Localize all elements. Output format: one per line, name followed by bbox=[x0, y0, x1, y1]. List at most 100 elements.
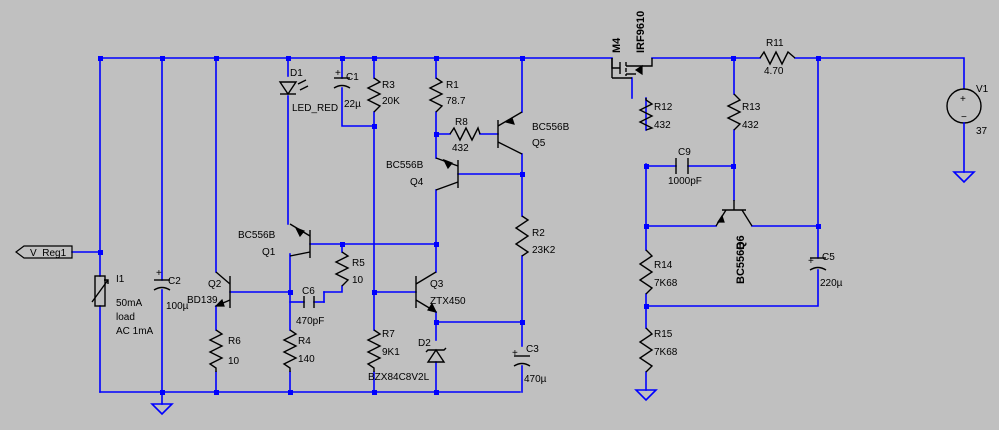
c2-plus: + bbox=[156, 268, 162, 279]
transistor-q3[interactable]: Q3 ZTX450 bbox=[415, 271, 466, 313]
r7-ref: R7 bbox=[382, 329, 395, 340]
q6-value: BC556B bbox=[735, 242, 747, 284]
ground-symbol-v1 bbox=[952, 171, 976, 184]
voltage-source-v1[interactable]: + − V1 37 bbox=[946, 84, 989, 173]
ground-symbol-r15 bbox=[634, 389, 658, 402]
transistor-q5[interactable]: BC556B Q5 bbox=[497, 111, 570, 155]
d1-ref: D1 bbox=[290, 68, 303, 79]
d1-value: LED_RED bbox=[292, 103, 338, 114]
resistor-r8[interactable]: R8 432 bbox=[449, 117, 481, 154]
resistor-r4[interactable]: R4 140 bbox=[282, 329, 315, 372]
q5-value: BC556B bbox=[532, 122, 570, 133]
resistor-r14[interactable]: R14 7K68 bbox=[638, 249, 678, 295]
c1-value: 22µ bbox=[344, 99, 361, 110]
resistor-r6[interactable]: R6 10 bbox=[208, 329, 241, 372]
zener-d2[interactable]: D2 BZX84C8V2L bbox=[368, 338, 447, 383]
resistor-r5[interactable]: R5 10 bbox=[334, 251, 365, 287]
d2-ref: D2 bbox=[418, 338, 431, 349]
resistor-r11[interactable]: R11 4.70 bbox=[759, 38, 796, 77]
i1-ref: I1 bbox=[116, 274, 125, 285]
q1-value: BC556B bbox=[238, 230, 276, 241]
capacitor-c2[interactable]: + C2 100µ bbox=[153, 268, 189, 312]
transistor-q1[interactable]: BC556B Q1 bbox=[238, 223, 311, 258]
capacitor-c3[interactable]: + C3 470µ bbox=[512, 344, 547, 385]
transistor-q4[interactable]: BC556B Q4 bbox=[386, 157, 459, 191]
r3-ref: R3 bbox=[382, 80, 395, 91]
mosfet-m4[interactable]: M4 IRF9610 bbox=[611, 11, 653, 79]
v1-minus: − bbox=[961, 112, 967, 123]
v1-ref: V1 bbox=[976, 84, 989, 95]
d2-value: BZX84C8V2L bbox=[368, 372, 430, 383]
r8-ref: R8 bbox=[455, 117, 468, 128]
q3-ref: Q3 bbox=[430, 279, 444, 290]
c3-value: 470µ bbox=[524, 374, 547, 385]
i1-extra1: load bbox=[116, 312, 135, 323]
r12-ref: R12 bbox=[654, 102, 673, 113]
resistor-r1[interactable]: R1 78.7 bbox=[428, 77, 466, 113]
ground-symbol-left bbox=[150, 403, 174, 416]
q3-value: ZTX450 bbox=[430, 296, 466, 307]
c2-value: 100µ bbox=[166, 301, 189, 312]
led-d1[interactable]: D1 LED_RED bbox=[278, 68, 338, 114]
c1-ref: C1 bbox=[346, 72, 359, 83]
q6-ref: Q6 bbox=[735, 235, 747, 250]
capacitor-c6[interactable]: C6 470pF bbox=[296, 286, 324, 327]
c3-plus: + bbox=[512, 348, 518, 359]
resistor-r15[interactable]: R15 7K68 bbox=[638, 327, 678, 373]
c2-ref: C2 bbox=[168, 276, 181, 287]
resistor-r2[interactable]: R2 23K2 bbox=[514, 215, 556, 257]
r13-value: 432 bbox=[742, 120, 759, 131]
c5-plus: + bbox=[808, 256, 814, 267]
c9-ref: C9 bbox=[678, 147, 691, 158]
r15-ref: R15 bbox=[654, 329, 673, 340]
r12-value: 432 bbox=[654, 120, 671, 131]
c3-ref: C3 bbox=[526, 344, 539, 355]
r13-ref: R13 bbox=[742, 102, 761, 113]
r1-value: 78.7 bbox=[446, 96, 466, 107]
net-label-v-reg1[interactable]: V_Reg1 bbox=[15, 245, 73, 259]
i1-extra2: AC 1mA bbox=[116, 326, 154, 337]
q1-ref: Q1 bbox=[262, 247, 276, 258]
r11-value: 4.70 bbox=[764, 66, 784, 77]
c9-value: 1000pF bbox=[668, 176, 702, 187]
resistor-r13[interactable]: R13 432 bbox=[726, 93, 761, 131]
q2-ref: Q2 bbox=[208, 279, 222, 290]
c5-value: 220µ bbox=[820, 278, 843, 289]
capacitor-c9[interactable]: C9 1000pF bbox=[668, 147, 702, 187]
junctions bbox=[98, 56, 821, 395]
r8-value: 432 bbox=[452, 143, 469, 154]
r14-ref: R14 bbox=[654, 260, 673, 271]
capacitor-c5[interactable]: + C5 220µ bbox=[808, 252, 843, 289]
transistor-q6[interactable]: Q6 BC556B bbox=[715, 200, 753, 284]
r6-value: 10 bbox=[228, 356, 240, 367]
q4-value: BC556B bbox=[386, 160, 424, 171]
current-source-i1[interactable]: I1 50mA load AC 1mA bbox=[91, 274, 154, 337]
r11-ref: R11 bbox=[766, 38, 784, 49]
c6-value: 470pF bbox=[296, 316, 324, 327]
resistor-r3[interactable]: R3 20K bbox=[366, 77, 400, 113]
r2-value: 23K2 bbox=[532, 245, 556, 256]
resistor-r12[interactable]: R12 432 bbox=[638, 98, 673, 131]
q4-ref: Q4 bbox=[410, 177, 424, 188]
m4-ref: M4 bbox=[611, 37, 623, 53]
i1-value: 50mA bbox=[116, 298, 142, 309]
resistor-r7[interactable]: R7 9K1 bbox=[366, 329, 400, 372]
r5-value: 10 bbox=[352, 275, 364, 286]
r14-value: 7K68 bbox=[654, 278, 678, 289]
r15-value: 7K68 bbox=[654, 347, 678, 358]
r4-value: 140 bbox=[298, 354, 315, 365]
r3-value: 20K bbox=[382, 96, 400, 107]
r1-ref: R1 bbox=[446, 80, 459, 91]
c6-ref: C6 bbox=[302, 286, 315, 297]
c5-ref: C5 bbox=[822, 252, 835, 263]
r5-ref: R5 bbox=[352, 258, 365, 269]
v1-value: 37 bbox=[976, 126, 988, 137]
q2-value: BD139 bbox=[187, 295, 218, 306]
transistor-q2[interactable]: Q2 BD139 bbox=[187, 271, 231, 308]
r2-ref: R2 bbox=[532, 228, 545, 239]
m4-value: IRF9610 bbox=[635, 11, 647, 53]
r4-ref: R4 bbox=[298, 336, 311, 347]
capacitor-c1[interactable]: + C1 22µ bbox=[333, 68, 361, 110]
